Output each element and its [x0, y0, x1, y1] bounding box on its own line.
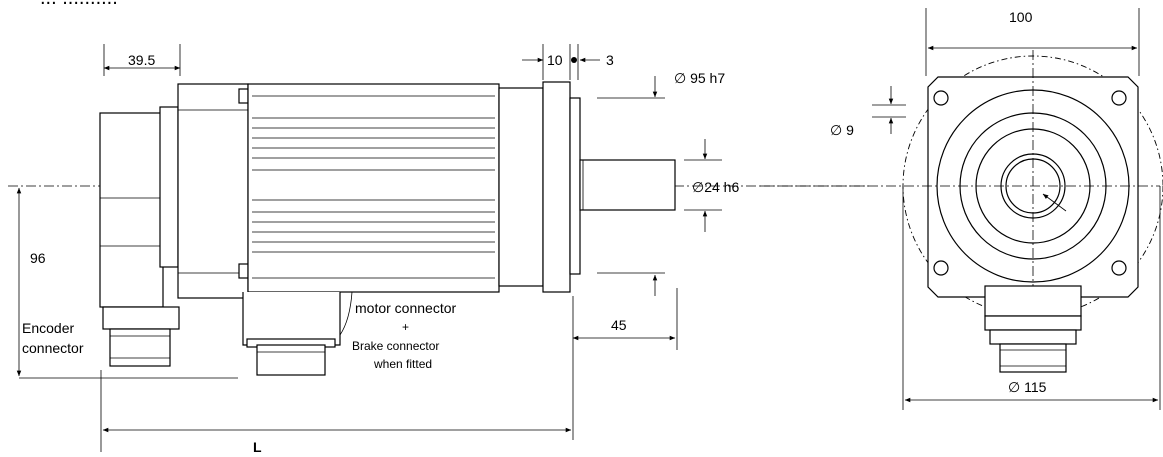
dim-mount-hole-label: ∅ 9	[830, 122, 854, 138]
dim-flange-square-label: 100	[1009, 9, 1033, 25]
dim-overall-length-label: L	[253, 439, 262, 455]
mount-hole-tr	[1111, 90, 1127, 106]
dim-overall-length: L	[100, 296, 574, 455]
dim-height-label: 96	[30, 250, 46, 266]
dim-flange-step-label: 3	[606, 52, 614, 68]
dim-pitch-circle-label: ∅ 115	[1008, 379, 1047, 395]
dim-flange-thickness-label: 10	[547, 52, 563, 68]
encoder-cover	[99, 106, 179, 308]
motor-connector-label-line3: Brake connector	[352, 339, 439, 353]
front-connector	[984, 285, 1082, 373]
dim-encoder-width-label: 39.5	[128, 52, 155, 68]
encoder-connector-label-line2: connector	[22, 340, 84, 356]
motor-connector-label-line4: when fitted	[373, 357, 432, 371]
dim-shaft-label: ∅24 h6	[692, 179, 739, 195]
rear-end-block	[177, 83, 249, 299]
dim-shaft-length-label: 45	[611, 317, 627, 333]
mount-hole-tl	[933, 90, 949, 106]
motor-connector	[242, 292, 341, 376]
motor-body	[247, 83, 500, 293]
dim-shaft-length: 45	[572, 288, 678, 350]
dim-flange: 10 3	[522, 44, 614, 80]
dim-mount-hole: ∅ 9	[830, 86, 906, 138]
cooling-fins	[252, 95, 495, 279]
motor-connector-label-line1: motor connector	[355, 300, 456, 316]
dim-encoder-width: 39.5	[103, 44, 181, 76]
front-view: 100 ∅ 9 ∅ 115	[760, 8, 1163, 410]
encoder-connector	[102, 306, 180, 367]
mount-hole-bl	[933, 260, 949, 276]
dim-flange-square: 100	[925, 8, 1140, 76]
motor-connector-leader	[339, 291, 353, 336]
dim-spigot: ∅ 95 h7	[597, 70, 725, 296]
dim-pitch-circle: ∅ 115	[902, 186, 1161, 410]
side-view: 39.5 10 3 ∅ 95 h7 ∅24 h6	[8, 44, 870, 455]
dim-shaft: ∅24 h6	[684, 139, 739, 232]
mount-hole-br	[1111, 260, 1127, 276]
dim-height: 96	[16, 187, 238, 379]
header-fragment: ... ..........	[40, 0, 118, 9]
encoder-connector-label-line1: Encoder	[22, 320, 74, 336]
front-housing	[498, 81, 581, 293]
output-shaft	[579, 159, 676, 211]
dim-spigot-label: ∅ 95 h7	[674, 70, 725, 86]
motor-connector-label-line2: +	[402, 320, 409, 334]
